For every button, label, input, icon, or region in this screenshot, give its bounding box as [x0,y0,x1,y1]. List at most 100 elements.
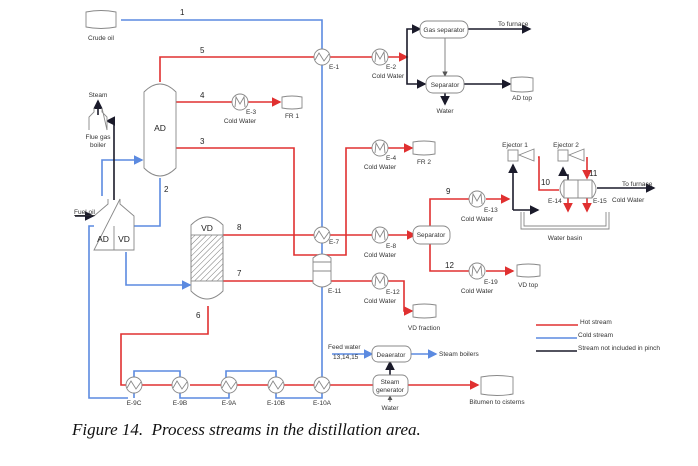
ejector1-label: Ejector 1 [502,142,528,149]
exchanger-e11 [312,253,332,288]
cooler-e3 [231,93,249,111]
e9b-label: E-9B [173,400,187,407]
stream-1-number: 1 [180,8,185,17]
legend-cold-label: Cold stream [578,332,613,339]
legend: Hot stream Cold stream Stream not includ… [536,319,660,352]
e12-label: E-12 [386,289,400,296]
exchanger-e7 [313,226,331,244]
exchanger-e10b [267,376,285,394]
exchanger-e9b [171,376,189,394]
e8-label: E-8 [386,243,397,250]
stream-2-line [133,178,161,227]
e10a-label: E-10A [313,400,332,407]
boiler-label-1: Flue gas [86,134,112,141]
cooler-e8 [371,226,389,244]
flue-gas-boiler [88,107,108,131]
e4-cold-water: Cold Water [364,164,397,171]
cooler-e19 [468,262,486,280]
e15-label: E-15 [593,198,607,205]
top-separator [425,75,465,94]
cooler-e13 [468,190,486,208]
stream-6-number: 6 [196,311,201,320]
cooler-e2 [371,48,389,66]
bitumen-label: Bitumen to cisterns [469,399,525,406]
e19-cold-water: Cold Water [461,288,494,295]
cold-loop-9c-9b [133,370,181,379]
exchanger-e10a [313,376,331,394]
e12-cold-water: Cold Water [364,298,397,305]
top-separator-label: Separator [431,82,460,89]
steam-generator [372,374,409,397]
water-basin-label: Water basin [548,235,583,242]
e3-cold-water: Cold Water [224,118,257,125]
exchanger-e9a [220,376,238,394]
furnace-vd-label: VD [118,234,130,244]
stream-10-number: 10 [541,178,550,187]
vd-feed-line [125,252,192,290]
figure-caption: Figure 14. Process streams in the distil… [71,420,421,439]
ejector-2 [557,148,585,162]
ad-feed-line [101,155,144,196]
stream-9-line [429,198,469,226]
e10b-label: E-10B [267,400,285,407]
stream-6-line [120,306,209,386]
fuel-oil-label: Fuel oil [74,209,96,216]
top-split-line [406,24,422,57]
e9c-label: E-9C [127,400,142,407]
gas-separator-label: Gas separator [423,27,465,34]
e19-label: E-19 [484,279,498,286]
deaerator [371,345,412,363]
vd-column-label: VD [201,223,213,233]
e13-cold-water: Cold Water [461,216,494,223]
vd-packing [190,234,224,282]
stream-8-number: 8 [237,223,242,232]
ejector2-label: Ejector 2 [553,142,579,149]
stream-7-line-b [388,280,414,316]
e4-label: E-4 [386,155,397,162]
steam-label: Steam [89,92,108,99]
legend-black-label: Stream not included in pinch [578,345,660,352]
stream-9-number: 9 [446,187,451,196]
e14-label: E-14 [548,198,562,205]
stream-11-number: 11 [589,169,598,178]
vd-separator [412,225,451,245]
e9a-label: E-9A [222,400,237,407]
to-furnace-right-label: To furnace [622,181,653,188]
stream-3-number: 3 [200,137,205,146]
fr1-tank [281,95,303,110]
ad-top-tank [510,76,534,93]
water-top-label: Water [436,108,454,115]
stream-5-line [159,56,322,82]
ejector-1 [507,148,535,162]
fr2-tank [412,140,436,156]
e14-to-ejector2-line [558,166,569,180]
fr2-label: FR 2 [417,159,431,166]
steam-boilers-label: Steam boilers [439,351,479,358]
furnace [93,198,135,251]
vd-top-tank [516,263,541,278]
stream-7-number: 7 [237,269,242,278]
deaerator-label: Deaerator [377,352,407,359]
steam-gen-label-2: generator [376,387,405,394]
e8-cold-water: Cold Water [364,252,397,259]
furnace-ad-label: AD [97,234,109,244]
cooler-e12 [371,272,389,290]
cold-return-line [88,225,128,399]
e2-cold-water: Cold Water [372,73,405,80]
stream-12-number: 12 [445,261,454,270]
stream-2-number: 2 [164,185,169,194]
vd-separator-label: Separator [417,232,446,239]
ad-column-label: AD [154,123,166,133]
e11-label: E-11 [328,288,342,295]
gas-separator [419,20,469,39]
top-split-line-2 [406,57,427,89]
ad-top-label: AD top [512,95,532,102]
steam-gen-label-1: Steam [381,379,400,386]
feed-streams-label: 13,14,15 [333,354,359,361]
cold-bottom-9b-9a [179,391,230,399]
crude-oil-label: Crude oil [88,35,115,42]
stream-1-line [121,19,323,378]
vd-fraction-tank [412,303,437,319]
cooler-e4 [371,139,389,157]
exchanger-e1 [313,48,331,66]
